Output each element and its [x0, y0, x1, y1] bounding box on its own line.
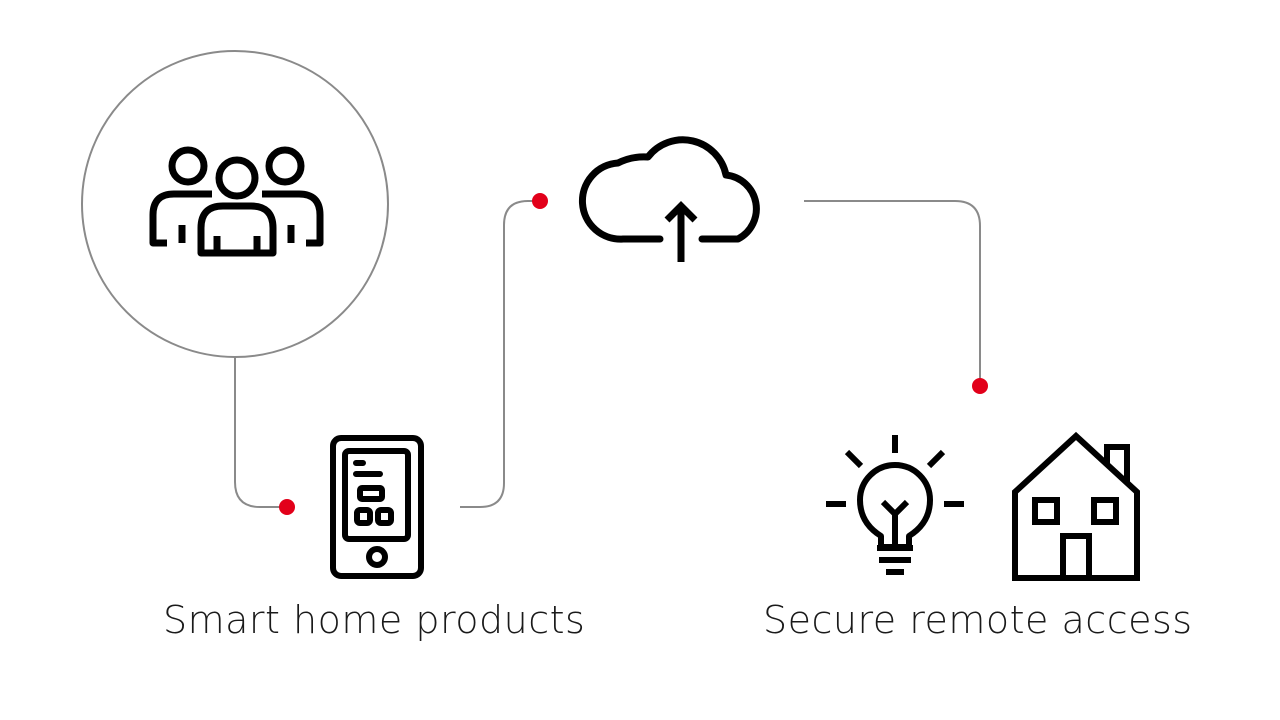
connector-dot-cloud: [532, 193, 548, 209]
connector-dot-device: [279, 499, 295, 515]
connectors: [81, 50, 981, 508]
smart-home-products-label: Smart home products: [163, 598, 586, 642]
light-bulb-icon: [826, 435, 964, 575]
smart-panel-icon: [330, 435, 424, 579]
secure-remote-access-label: Secure remote access: [763, 598, 1193, 642]
connector-device-to-cloud: [460, 200, 540, 508]
connector-dots: [279, 193, 988, 515]
connector-cloud-to-home: [804, 200, 981, 386]
connector-dot-home: [972, 378, 988, 394]
users-icon: [149, 146, 324, 257]
cloud-upload-icon: [578, 136, 760, 262]
connector-users-to-device: [234, 357, 287, 508]
house-icon: [1012, 431, 1140, 581]
